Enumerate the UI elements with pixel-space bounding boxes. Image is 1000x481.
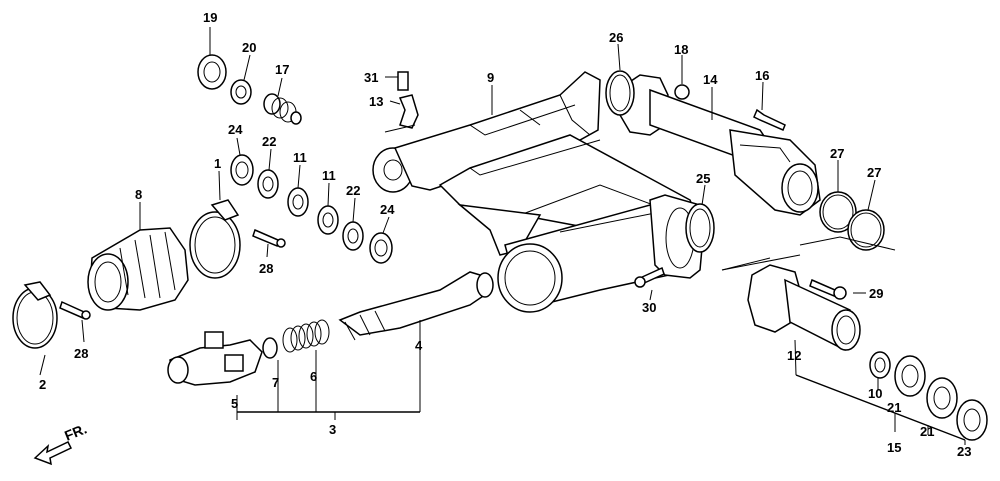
screw-28b: [252, 228, 279, 248]
universal-joint-5: [167, 331, 263, 386]
label-1: 1: [214, 156, 221, 171]
label-11b: 11: [322, 168, 336, 183]
clamp-1: [189, 199, 241, 279]
label-27b: 27: [867, 165, 881, 180]
label-25: 25: [696, 171, 710, 186]
label-21a: 21: [887, 400, 901, 415]
spacer-11a: [287, 187, 309, 217]
cable-guide-13: [398, 94, 419, 129]
label-16: 16: [755, 68, 769, 83]
label-31: 31: [364, 70, 378, 85]
bearing-21b: [926, 377, 958, 419]
bearing-21a: [894, 355, 926, 397]
cap-19: [197, 54, 227, 90]
label-7: 7: [272, 375, 279, 390]
label-19: 19: [203, 10, 217, 25]
label-24b: 24: [380, 202, 395, 217]
nut-18: [674, 84, 690, 100]
front-arrow-icon: [33, 441, 73, 466]
label-22a: 22: [262, 134, 276, 149]
label-20: 20: [242, 40, 256, 55]
label-12: 12: [787, 348, 801, 363]
axle-housing: [619, 74, 821, 216]
label-2: 2: [39, 377, 46, 392]
drive-shaft: [338, 271, 494, 341]
grease-fitting-17: [263, 93, 302, 125]
label-11a: 11: [293, 150, 307, 165]
boot-8: [87, 227, 189, 311]
label-28a: 28: [74, 346, 88, 361]
clamp-2: [12, 281, 58, 349]
label-18: 18: [674, 42, 688, 57]
needle-bearing-22b: [342, 221, 364, 251]
label-29: 29: [869, 286, 883, 301]
label-21b: 21: [920, 424, 934, 439]
bolt-16: [753, 108, 786, 131]
label-27a: 27: [830, 146, 844, 161]
bearing-24b: [369, 232, 393, 264]
label-4: 4: [415, 338, 423, 353]
spacer-11b: [317, 205, 339, 235]
label-23: 23: [957, 444, 971, 459]
needle-bearing-22a: [257, 169, 279, 199]
label-26: 26: [609, 30, 623, 45]
seal-25: [685, 203, 715, 253]
label-30: 30: [642, 300, 656, 315]
hub-housing-12: [747, 264, 861, 351]
spring-6: [282, 319, 330, 353]
front-label: FR.: [62, 420, 89, 443]
label-22b: 22: [346, 183, 360, 198]
leader-lines: [39, 27, 966, 445]
washer-20: [230, 79, 252, 105]
label-9: 9: [487, 70, 494, 85]
label-8: 8: [135, 187, 142, 202]
bolt-31: [397, 71, 409, 91]
label-28b: 28: [259, 261, 273, 276]
label-14: 14: [703, 72, 718, 87]
label-24a: 24: [228, 122, 243, 137]
label-15: 15: [887, 440, 901, 455]
seal-10: [869, 351, 891, 379]
bearing-23: [956, 399, 988, 441]
seal-26: [605, 70, 635, 116]
label-5: 5: [231, 396, 238, 411]
front-direction-marker: FR.: [33, 420, 89, 466]
bearing-24a: [230, 154, 254, 186]
label-3: 3: [329, 422, 336, 437]
o-ring-27b: [847, 209, 885, 251]
callout-labels: 19 20 17 24 22 11 11 22 24 1 8 28 2 28 3…: [39, 10, 971, 459]
clip-7: [262, 337, 278, 359]
label-6: 6: [310, 369, 317, 384]
label-17: 17: [275, 62, 289, 77]
label-13: 13: [369, 94, 383, 109]
swingarm-frame: [372, 71, 706, 313]
label-10: 10: [868, 386, 882, 401]
screw-28a: [59, 300, 85, 320]
